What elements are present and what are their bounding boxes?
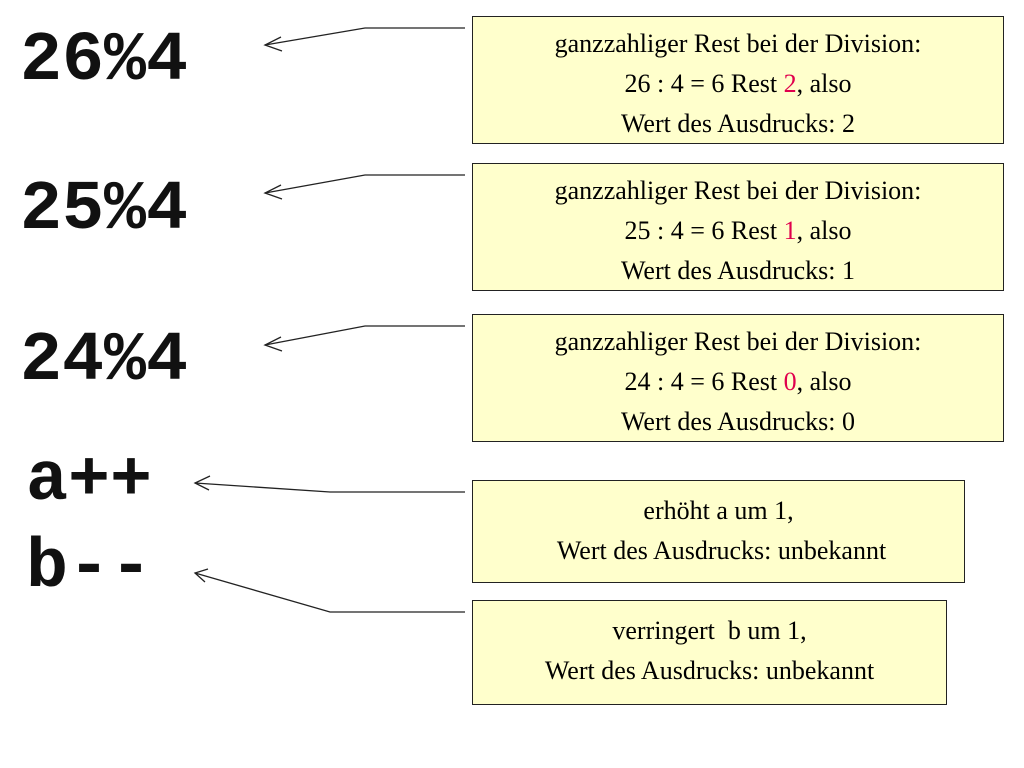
- box-line-text: 25 : 4 = 6 Rest: [624, 216, 784, 245]
- expression-24-mod-4: 24%4: [20, 322, 189, 401]
- box-line: ganzzahliger Rest bei der Division:: [554, 176, 922, 205]
- box-line: 26 : 4 = 6 Rest 2, also: [473, 64, 1003, 104]
- expression-26-mod-4: 26%4: [20, 22, 189, 101]
- arrow-box-4: [193, 475, 465, 493]
- remainder-value: 2: [783, 69, 797, 98]
- expression-25-mod-4: 25%4: [20, 171, 189, 250]
- box-line: 25 : 4 = 6 Rest 1, also: [473, 211, 1003, 251]
- box-line: verringert b um 1,: [612, 616, 807, 645]
- explanation-box-26-mod-4: ganzzahliger Rest bei der Division: 26 :…: [472, 16, 1004, 144]
- explanation-box-25-mod-4: ganzzahliger Rest bei der Division: 25 :…: [472, 163, 1004, 291]
- box-line: Wert des Ausdrucks: 0: [620, 407, 856, 436]
- box-line-text: 24 : 4 = 6 Rest: [624, 367, 784, 396]
- arrow-box-3: [263, 325, 465, 352]
- box-line: Wert des Ausdrucks: unbekannt: [544, 656, 875, 685]
- remainder-value: 0: [783, 367, 797, 396]
- box-line: ganzzahliger Rest bei der Division:: [554, 327, 922, 356]
- box-line: 24 : 4 = 6 Rest 0, also: [473, 362, 1003, 402]
- box-line-text: , also: [796, 69, 852, 98]
- box-line: ganzzahliger Rest bei der Division:: [554, 29, 922, 58]
- explanation-box-24-mod-4: ganzzahliger Rest bei der Division: 24 :…: [472, 314, 1004, 442]
- explanation-box-b-decrement: verringert b um 1, Wert des Ausdrucks: u…: [472, 600, 947, 705]
- arrow-box-5: [193, 568, 465, 613]
- box-line: Wert des Ausdrucks: 1: [620, 256, 856, 285]
- box-line-text: , also: [796, 216, 852, 245]
- box-line-text: , also: [796, 367, 852, 396]
- box-line: Wert des Ausdrucks: unbekannt: [550, 536, 887, 565]
- arrow-box-1: [263, 27, 465, 52]
- remainder-value: 1: [783, 216, 797, 245]
- expression-a-increment: a++: [26, 442, 153, 521]
- box-line: erhöht a um 1,: [643, 496, 794, 525]
- expression-b-decrement: b--: [26, 529, 153, 608]
- box-line-text: 26 : 4 = 6 Rest: [624, 69, 784, 98]
- explanation-box-a-increment: erhöht a um 1, Wert des Ausdrucks: unbek…: [472, 480, 965, 583]
- arrow-box-2: [263, 174, 465, 200]
- box-line: Wert des Ausdrucks: 2: [620, 109, 856, 138]
